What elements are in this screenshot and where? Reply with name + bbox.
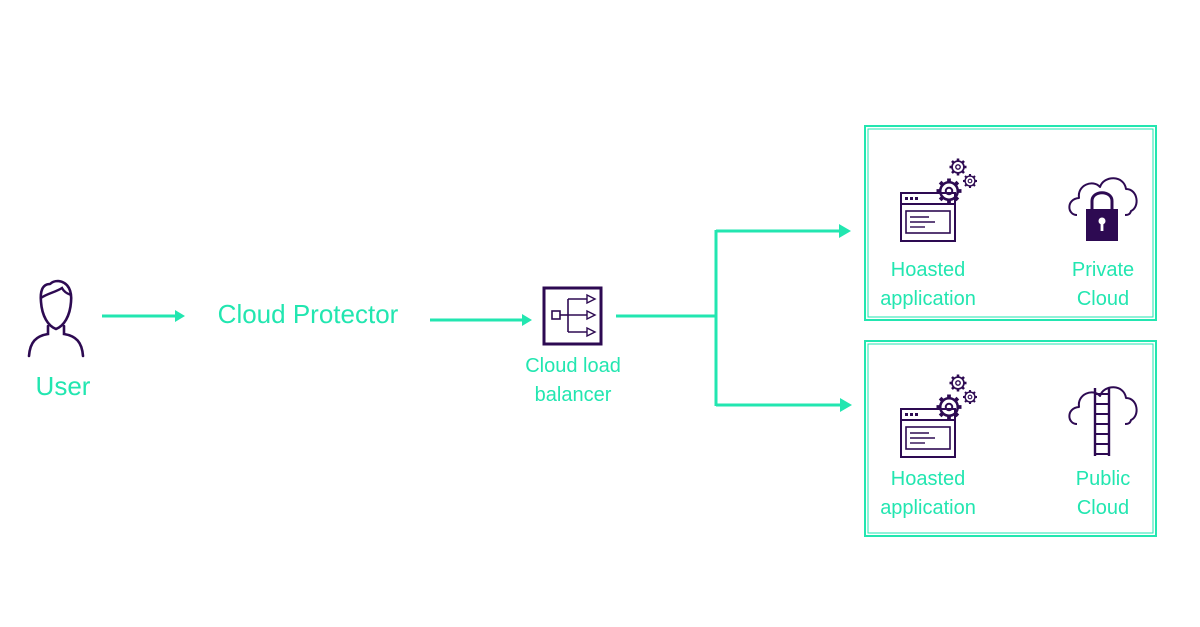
arrow-user-to-protector xyxy=(102,310,185,322)
load-balancer-label-line1: Cloud load xyxy=(525,355,621,377)
load-balancer-icon xyxy=(542,286,603,346)
cloud-ladder-icon xyxy=(1068,386,1138,456)
branch-connector xyxy=(616,224,852,412)
target-box-public xyxy=(864,340,1157,537)
app-label-line2: application xyxy=(880,288,976,310)
public-cloud-label: Public Cloud xyxy=(1053,465,1153,523)
load-balancer-label: Cloud load balancer xyxy=(508,352,638,410)
hosted-application-icon xyxy=(900,373,979,458)
user-label: User xyxy=(35,371,91,401)
target-box-private xyxy=(864,125,1157,321)
app-label-line1: Hoasted xyxy=(890,259,966,281)
person-icon xyxy=(27,279,85,358)
private-cloud-label: Private Cloud xyxy=(1053,256,1153,314)
load-balancer-label-line2: balancer xyxy=(534,384,612,406)
cloud-label-line2: Cloud xyxy=(1076,288,1130,310)
cloud-lock-icon xyxy=(1068,177,1138,241)
cloud-label-line1: Public xyxy=(1075,468,1131,490)
cloud-protector-label: Cloud Protector xyxy=(217,299,399,329)
app-label-line2: application xyxy=(880,497,976,519)
hosted-application-label: Hoasted application xyxy=(858,465,998,523)
arrow-protector-to-balancer xyxy=(430,314,532,326)
hosted-application-icon xyxy=(900,157,979,242)
hosted-application-label: Hoasted application xyxy=(858,256,998,314)
app-label-line1: Hoasted xyxy=(890,468,966,490)
cloud-label-line1: Private xyxy=(1071,259,1135,281)
cloud-label-line2: Cloud xyxy=(1076,497,1130,519)
